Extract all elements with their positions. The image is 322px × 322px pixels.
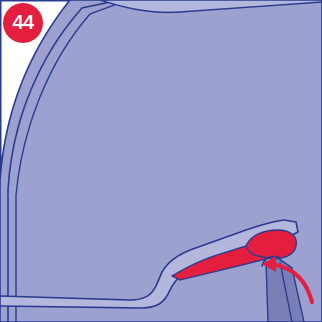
step-number-badge: 44 [3, 3, 43, 43]
